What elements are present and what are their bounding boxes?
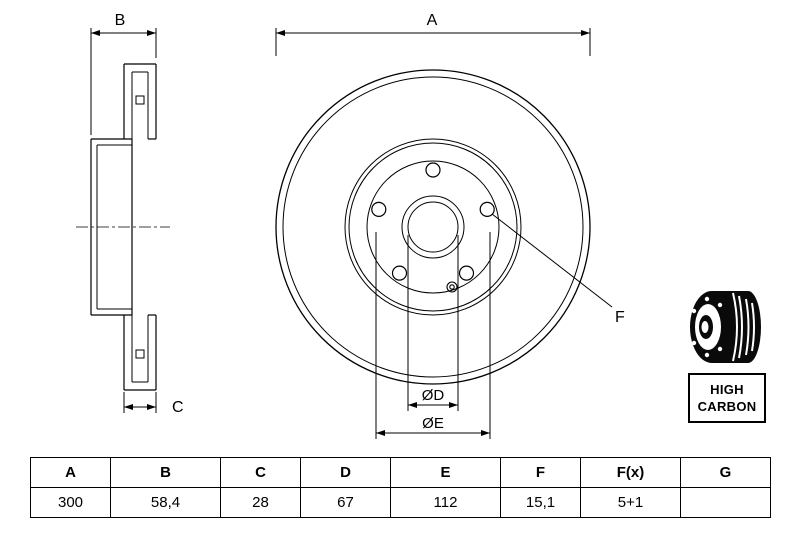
- dim-label-a: A: [427, 12, 438, 29]
- high-carbon-badge: HIGH CARBON: [688, 373, 766, 423]
- table-header-c: C: [220, 457, 301, 488]
- dim-label-f: F: [615, 309, 625, 326]
- center-bore-chamfer-circle: [401, 195, 465, 259]
- table-header-g: G: [680, 457, 771, 488]
- dimension-c: [123, 392, 157, 413]
- table-value-row: 300 58,4 28 67 112 15,1 5+1: [30, 487, 771, 518]
- dim-label-d: ØD: [422, 387, 445, 404]
- table-value-c: 28: [220, 487, 301, 518]
- outer-diameter-circle: [275, 69, 591, 385]
- dim-label-b: B: [115, 12, 126, 29]
- front-view: [275, 69, 591, 385]
- badge-line-2: CARBON: [697, 399, 757, 414]
- table-value-f: 15,1: [500, 487, 581, 518]
- friction-inner-circle: [344, 138, 522, 316]
- table-header-a: A: [30, 457, 111, 488]
- friction-inner-chamfer-circle: [348, 142, 518, 312]
- bolt-holes: [371, 162, 495, 281]
- table-value-d: 67: [300, 487, 391, 518]
- table-header-row: A B C D E F F(x) G: [30, 457, 771, 488]
- table-value-e: 112: [390, 487, 501, 518]
- dimension-b: [90, 28, 157, 135]
- table-header-fx: F(x): [580, 457, 681, 488]
- table-value-g: [680, 487, 771, 518]
- bolt-hole-lower-right: [458, 265, 475, 281]
- dimension-e: [375, 232, 491, 439]
- table-value-a: 300: [30, 487, 111, 518]
- bolt-hole-upper-left: [371, 201, 387, 217]
- table-header-f: F: [500, 457, 581, 488]
- outer-chamfer-circle: [282, 76, 584, 378]
- technical-drawing: B C: [76, 12, 761, 439]
- center-bore-circle: [407, 201, 459, 253]
- dimension-f: [491, 213, 613, 308]
- vent-pillar-top: [135, 95, 145, 105]
- brake-disc-icon: [690, 291, 761, 363]
- bolt-hole-upper-right: [479, 201, 495, 217]
- table-header-b: B: [110, 457, 221, 488]
- vent-pillar-bottom: [135, 349, 145, 359]
- table-value-b: 58,4: [110, 487, 221, 518]
- dimension-table: A B C D E F F(x) G 300 58,4 28 67 112 15…: [30, 457, 771, 518]
- bolt-hole-top: [425, 162, 441, 178]
- dim-label-c: C: [172, 399, 184, 416]
- badge-line-1: HIGH: [710, 382, 744, 397]
- table-header-e: E: [390, 457, 501, 488]
- table-value-fx: 5+1: [580, 487, 681, 518]
- section-view: [76, 63, 170, 391]
- dim-label-e: ØE: [422, 415, 444, 432]
- dimension-a: [275, 28, 591, 56]
- locating-pin-hole: [446, 281, 458, 293]
- table-header-d: D: [300, 457, 391, 488]
- bolt-hole-lower-left: [391, 265, 408, 281]
- dimension-d: [407, 235, 459, 411]
- hat-edge-circle: [366, 160, 500, 294]
